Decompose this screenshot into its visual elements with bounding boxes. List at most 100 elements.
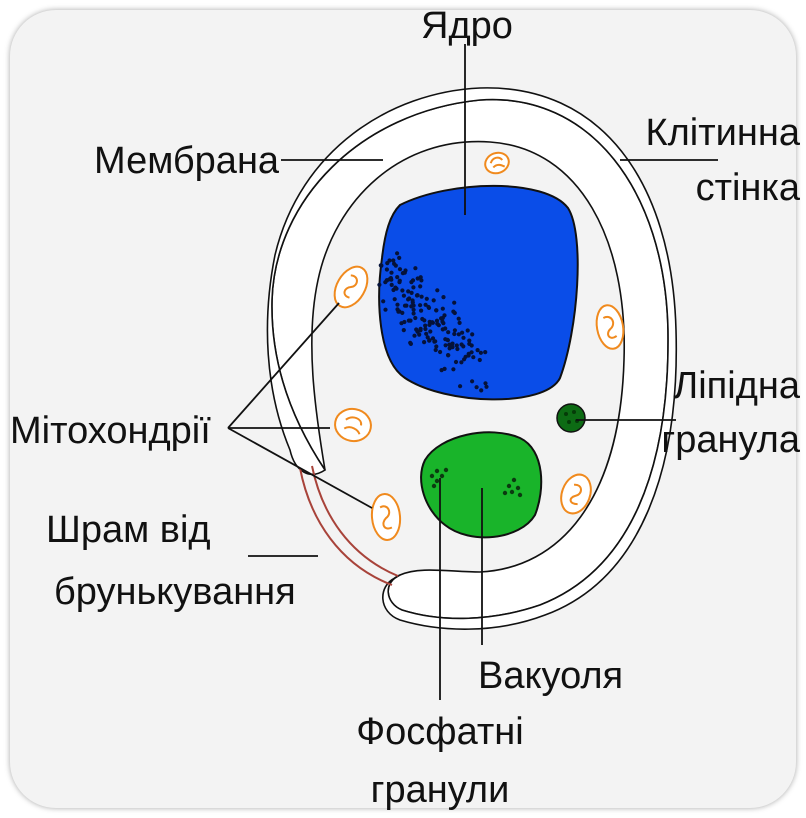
chromatin-dot [428,329,432,333]
mitochondrion [593,303,626,351]
label-mitochondria: Мітохондрії [10,410,211,452]
chromatin-dot [422,340,426,344]
chromatin-dot [411,278,415,282]
chromatin-dot [466,328,470,332]
chromatin-dot [452,301,456,305]
chromatin-dot [418,328,422,332]
label-membrane: Мембрана [94,140,280,182]
label-cell-wall-2: стінка [696,167,801,209]
chromatin-dot [479,388,483,392]
chromatin-dot [419,278,423,282]
chromatin-dot [446,353,450,357]
chromatin-dot [470,350,474,354]
mitochondrion [328,261,374,313]
chromatin-dot [392,262,396,266]
chromatin-dot [413,316,417,320]
chromatin-dot [446,330,450,334]
chromatin-dot [417,333,421,337]
chromatin-dot [423,324,427,328]
label-lipid-2: гранула [661,419,800,461]
chromatin-dot [475,385,479,389]
chromatin-dot [412,308,416,312]
chromatin-dot [426,305,430,309]
chromatin-dot [453,328,457,332]
label-vacuole: Вакуоля [478,655,623,697]
chromatin-dot [393,286,397,290]
label-cell-wall-1: Клітинна [646,112,801,154]
chromatin-dot [412,311,416,315]
chromatin-dot [431,336,435,340]
chromatin-dot [455,347,459,351]
chromatin-dot [476,348,480,352]
chromatin-dot [458,321,462,325]
chromatin-dot [418,303,422,307]
chromatin-dot [457,317,461,321]
chromatin-dot [427,323,431,327]
chromatin-dot [470,343,474,347]
chromatin-dot [404,304,408,308]
chromatin-dot [434,348,438,352]
chromatin-dot [407,319,411,323]
chromatin-dot [424,332,428,336]
chromatin-dot [434,344,438,348]
chromatin-dot [435,288,439,292]
mitochondrion [370,493,402,541]
chromatin-dot [470,332,474,336]
chromatin-dot [460,331,464,335]
chromatin-dot [471,355,475,359]
chromatin-dot [395,303,399,307]
chromatin-dot [444,343,448,347]
chromatin-dot [411,301,415,305]
chromatin-dot [390,283,394,287]
chromatin-dot [396,310,400,314]
chromatin-dot [435,322,439,326]
chromatin-dot [483,381,487,385]
label-phosphate-2: гранули [371,769,510,811]
chromatin-dot [412,334,416,338]
chromatin-dot [409,304,413,308]
chromatin-dot [397,256,401,260]
chromatin-dot [462,357,466,361]
chromatin-dot [395,275,399,279]
chromatin-dot [425,297,429,301]
chromatin-dot [478,358,482,362]
chromatin-dot [419,309,423,313]
chromatin-dot [415,293,419,297]
label-bud-scar-1: Шрам від [46,509,211,551]
chromatin-dot [420,317,424,321]
chromatin-dot [443,337,447,341]
chromatin-dot [406,289,410,293]
chromatin-dot [381,299,385,303]
label-nucleus: Ядро [421,5,513,47]
mitochondrion [332,406,373,444]
chromatin-dot [470,379,474,383]
chromatin-dot [387,277,391,281]
chromatin-dot [438,350,442,354]
chromatin-dot [393,297,397,301]
chromatin-dot [441,316,445,320]
chromatin-dot [377,283,381,287]
chromatin-dot [467,353,471,357]
chromatin-dot [389,271,393,275]
chromatin-dot [397,280,401,284]
mitochondrion [482,149,511,176]
chromatin-dot [385,267,389,271]
chromatin-dot [443,367,447,371]
label-lipid-1: Ліпідна [673,365,801,407]
chromatin-dot [411,285,415,289]
chromatin-dot [383,308,387,312]
chromatin-dot [454,360,458,364]
chromatin-dot [400,288,404,292]
chromatin-dot [402,320,406,324]
chromatin-dot [455,343,459,347]
chromatin-dot [403,271,407,275]
chromatin-dot [413,266,417,270]
chromatin-dot [406,297,410,301]
chromatin-dot [458,384,462,388]
label-bud-scar-2: брунькування [54,571,296,613]
chromatin-dot [395,251,399,255]
chromatin-dot [432,298,436,302]
chromatin-dot [408,341,412,345]
chromatin-dot [461,336,465,340]
